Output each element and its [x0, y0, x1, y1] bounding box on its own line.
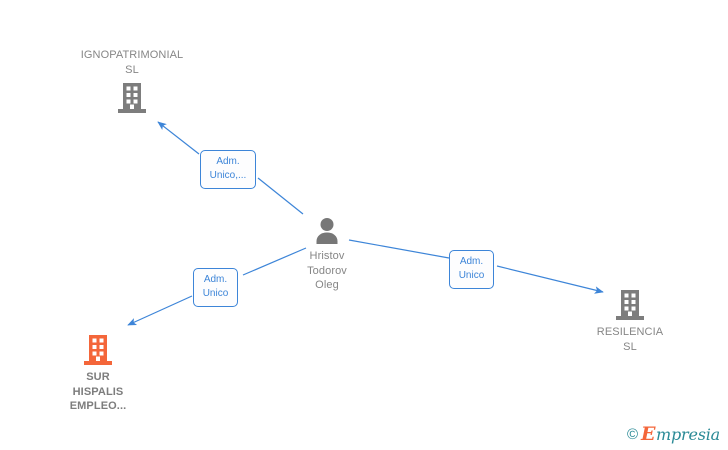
- node-label-ignopatrimonial: IGNOPATRIMONIAL SL: [80, 49, 184, 76]
- node-label-person: Hristov Todorov Oleg: [307, 250, 347, 291]
- node-label-resilencia: RESILENCIA SL: [596, 326, 664, 353]
- person-icon: [316, 218, 338, 244]
- relation-label-sur-hispalis[interactable]: Adm. Unico: [193, 268, 238, 307]
- building-icon: [616, 290, 644, 320]
- node-label-sur-hispalis: SUR HISPALIS EMPLEO...: [69, 371, 127, 412]
- node-resilencia[interactable]: RESILENCIA SL: [560, 289, 700, 354]
- copyright-icon: ©: [626, 426, 639, 443]
- building-icon: [84, 335, 112, 365]
- empresia-watermark: © E mpresia: [627, 425, 720, 444]
- brand-initial: E: [641, 423, 655, 445]
- node-ignopatrimonial[interactable]: IGNOPATRIMONIAL SL: [62, 48, 202, 114]
- node-person-hristov-todorov-oleg[interactable]: Hristov Todorov Oleg: [257, 217, 397, 293]
- node-sur-hispalis-empleo[interactable]: SUR HISPALIS EMPLEO...: [28, 334, 168, 414]
- edge-person-ignopatrimonial: [157, 121, 304, 215]
- edge-person-sur-hispalis: [127, 247, 307, 326]
- relation-label-resilencia[interactable]: Adm. Unico: [449, 250, 494, 289]
- edge-person-resilencia: [348, 239, 604, 294]
- building-icon: [118, 83, 146, 113]
- relation-label-ignopatrimonial[interactable]: Adm. Unico,...: [200, 150, 256, 189]
- brand-name: mpresia: [656, 424, 720, 444]
